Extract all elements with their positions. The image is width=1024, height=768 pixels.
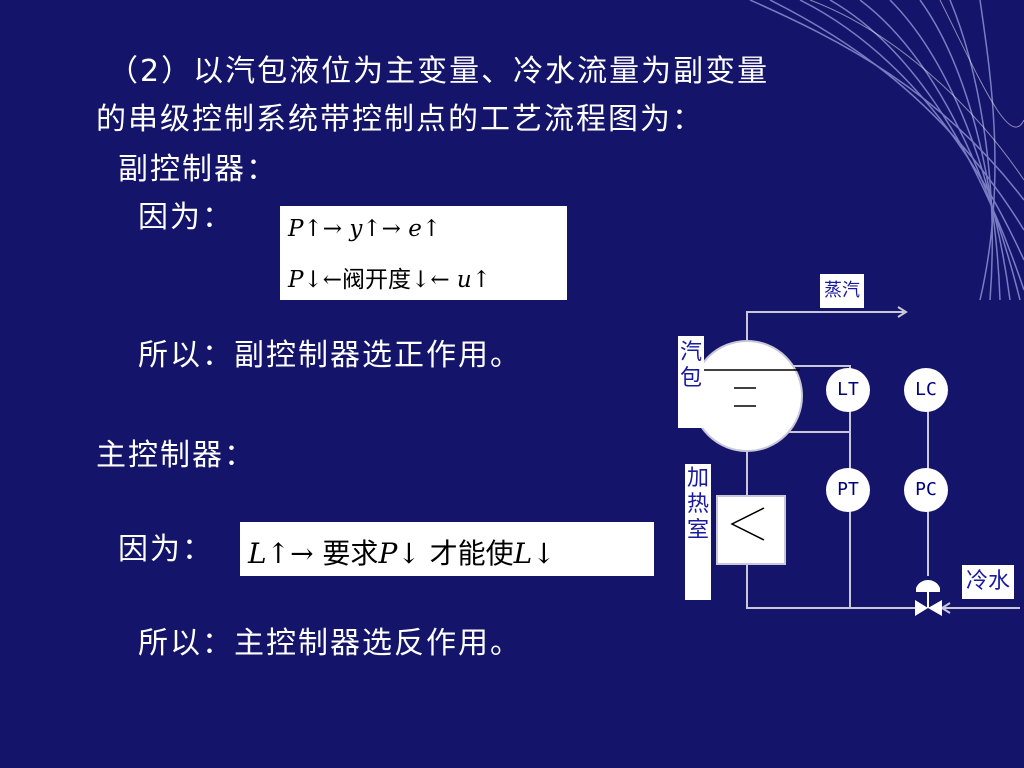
up-arrow-icon: ↑: [421, 216, 442, 242]
up-arrow-icon: ↑: [362, 216, 382, 242]
up-arrow-icon: ↑: [266, 537, 291, 570]
formula-symbol: P: [288, 267, 304, 293]
formula-symbol: y: [342, 216, 363, 242]
formula-text: 阀开度: [342, 267, 412, 293]
primary-title: 主控制器：: [96, 438, 256, 473]
right-arrow-icon: →: [290, 537, 314, 570]
left-arrow-icon: ←: [430, 267, 450, 293]
cold-water-label: 冷水: [962, 565, 1015, 599]
steam-line: [746, 311, 905, 342]
down-arrow-icon: ↓: [397, 537, 421, 570]
heading-line2: 的串级控制系统带控制点的工艺流程图为：: [96, 102, 704, 137]
up-arrow-icon: ↑: [471, 267, 492, 293]
drum: [691, 340, 803, 452]
formula-secondary: P↑→ y↑→ e↑ P↓←阀开度↓← u↑: [280, 206, 567, 300]
heater-label: 加热室: [685, 464, 711, 600]
secondary-because: 因为：: [138, 200, 234, 235]
level-controller-lc: LC: [904, 368, 948, 412]
secondary-conclusion: 所以：副控制器选正作用。: [138, 338, 522, 373]
formula-secondary-line1: P↑→ y↑→ e↑: [288, 216, 441, 242]
heater-symbol: [730, 507, 765, 541]
primary-conclusion: 所以：主控制器选反作用。: [138, 626, 522, 661]
left-arrow-icon: ←: [322, 267, 343, 293]
formula-symbol: u: [449, 267, 472, 293]
down-arrow-icon: ↓: [532, 537, 556, 570]
formula-symbol: e: [400, 216, 422, 242]
decorative-swirl: [749, 0, 1024, 300]
water-line: [746, 564, 915, 609]
heading-line1: （2）以汽包液位为主变量、冷水流量为副变量: [108, 54, 770, 89]
heater: [716, 495, 786, 565]
formula-text: 才能使: [420, 537, 514, 570]
formula-symbol: P: [288, 216, 304, 242]
right-arrow-icon: →: [322, 216, 343, 242]
formula-primary-line: L↑→ 要求P↓ 才能使L↓: [248, 532, 556, 572]
down-arrow-icon: ↓: [303, 267, 323, 293]
formula-secondary-line2: P↓←阀开度↓← u↑: [288, 260, 491, 294]
formula-symbol: L: [513, 537, 533, 570]
right-arrow-icon: →: [381, 216, 401, 242]
level-transmitter-lt: LT: [826, 368, 870, 412]
pressure-controller-pc: PC: [904, 468, 948, 512]
down-arrow-icon: ↓: [411, 267, 431, 293]
secondary-title: 副控制器：: [118, 152, 278, 187]
drum-label: 汽包: [678, 336, 704, 428]
formula-symbol: L: [248, 537, 267, 570]
up-arrow-icon: ↑: [303, 216, 323, 242]
formula-symbol: P: [378, 537, 398, 570]
pressure-transmitter-pt: PT: [826, 468, 870, 512]
control-valve-icon: [915, 580, 942, 616]
formula-text: 要求: [313, 537, 379, 570]
primary-because: 因为：: [118, 532, 214, 567]
formula-primary: L↑→ 要求P↓ 才能使L↓: [240, 522, 654, 576]
steam-label: 蒸汽: [820, 274, 864, 308]
steam-arrow-icon: [897, 306, 908, 318]
